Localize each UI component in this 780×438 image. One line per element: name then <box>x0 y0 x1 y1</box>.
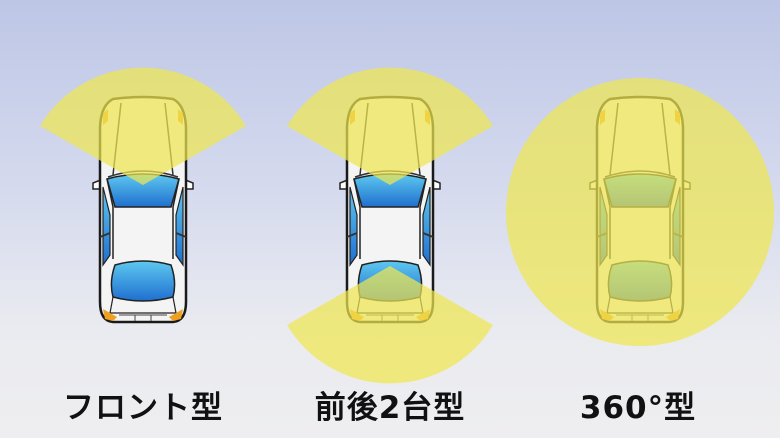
rear-camera-coverage <box>287 266 493 384</box>
label-front-rear-type: 前後2台型 <box>314 390 466 426</box>
label-front-type: フロント型 <box>63 390 223 426</box>
360-camera-coverage <box>506 78 774 346</box>
front-camera-coverage <box>287 67 493 185</box>
label-360-type: 360°型 <box>579 390 697 426</box>
front-camera-coverage <box>40 67 246 185</box>
